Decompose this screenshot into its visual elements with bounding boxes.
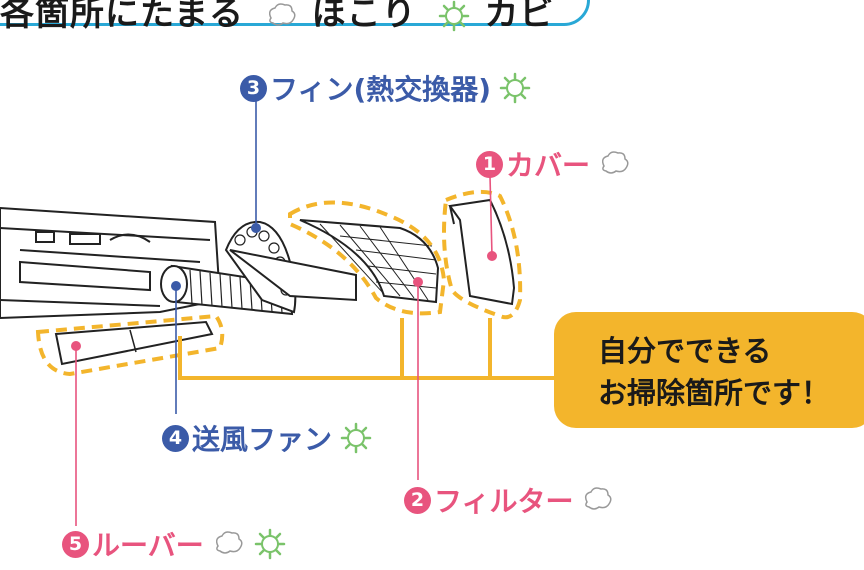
leader-louver-dot <box>71 341 81 351</box>
heat-exchanger-fin <box>224 220 357 314</box>
label-text: ルーバー <box>92 529 204 562</box>
number-badge: 3 <box>240 74 267 102</box>
mold-icon <box>499 72 531 104</box>
front-cover <box>448 198 516 306</box>
filter-highlight <box>288 200 447 316</box>
leader-fin-dot <box>251 223 261 233</box>
callout-line-1: 自分でできる <box>598 334 772 368</box>
leader-cover-dot <box>487 251 497 261</box>
label-text: 送風ファン <box>192 423 333 456</box>
leader-filter-dot <box>413 277 423 287</box>
callout-connectors <box>178 318 560 380</box>
label-filter: 2 フィルター <box>404 480 615 520</box>
number-badge: 4 <box>162 424 189 452</box>
label-cover: 1 カバー <box>476 144 632 184</box>
mold-icon <box>436 0 472 34</box>
callout-text: 自分でできる お掃除箇所です！ <box>598 330 830 414</box>
title-text: 各箇所にたまる ほこり カビ <box>0 0 554 35</box>
label-text: フィン(熱交換器) <box>270 73 492 106</box>
cover-highlight <box>442 189 523 320</box>
label-text: フィルター <box>434 485 574 518</box>
label-fan: 4 送風ファン <box>162 418 374 458</box>
louver-highlight <box>35 313 225 377</box>
title-part-2: ほこり <box>311 0 417 34</box>
filter-panel <box>299 219 440 304</box>
label-text: カバー <box>506 149 591 182</box>
label-louver: 5 ルーバー <box>62 524 288 564</box>
number-badge: 5 <box>62 530 89 558</box>
leader-cover <box>489 175 493 257</box>
mold-icon <box>254 528 285 560</box>
title-part-1: 各箇所にたまる <box>0 0 244 34</box>
callout-line-2: お掃除箇所です！ <box>598 376 831 410</box>
dust-icon <box>585 487 612 510</box>
louver <box>54 320 214 366</box>
mold-icon <box>340 422 372 454</box>
number-badge: 1 <box>476 150 503 178</box>
dust-icon <box>215 531 243 554</box>
title-part-3: カビ <box>484 0 555 34</box>
dust-icon <box>263 0 299 34</box>
number-badge: 2 <box>404 486 431 514</box>
label-fin: 3 フィン(熱交換器) <box>240 68 533 108</box>
callout-box <box>554 312 864 428</box>
dust-icon <box>601 151 629 174</box>
leader-fan-dot <box>171 281 181 291</box>
